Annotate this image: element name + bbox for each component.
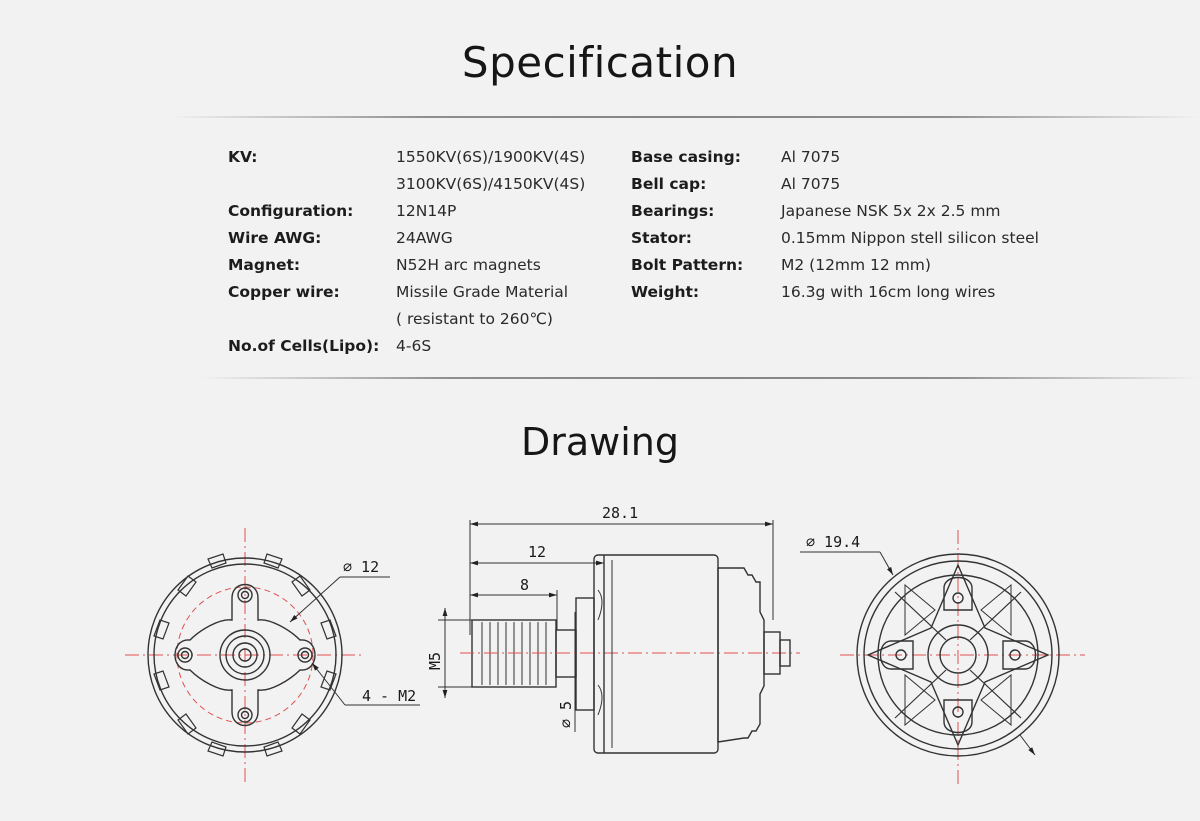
specs_left-label: KV: bbox=[228, 148, 258, 166]
specs_left-label: Configuration: bbox=[228, 202, 354, 220]
specs_right-value: 0.15mm Nippon stell silicon steel bbox=[781, 229, 1039, 247]
thread-size-label: M5 bbox=[426, 652, 444, 670]
overall-length-label: 28.1 bbox=[602, 504, 638, 522]
bottom-view-drawing bbox=[125, 528, 420, 785]
specs_left-value: 24AWG bbox=[396, 229, 453, 247]
specs_left-label: Magnet: bbox=[228, 256, 301, 274]
technical-drawing: ∅ 12 4 - M2 bbox=[125, 504, 1085, 785]
specs_right-label: Bearings: bbox=[631, 202, 715, 220]
specs_left-value: 4-6S bbox=[396, 337, 432, 355]
specs_left-value: 3100KV(6S)/4150KV(4S) bbox=[396, 175, 586, 193]
specs_right-value: Japanese NSK 5x 2x 2.5 mm bbox=[781, 202, 1001, 220]
thread-length-label: 8 bbox=[520, 576, 529, 594]
specs_right-label: Bell cap: bbox=[631, 175, 707, 193]
top-view-diameter-label: ∅ 19.4 bbox=[806, 533, 860, 551]
specs_right-value: Al 7075 bbox=[781, 175, 841, 193]
specs_left-label: Wire AWG: bbox=[228, 229, 322, 247]
specs_right-value: 16.3g with 16cm long wires bbox=[781, 283, 996, 301]
shaft-diameter-label: ∅ 5 bbox=[557, 701, 575, 728]
specs_right-label: Stator: bbox=[631, 229, 692, 247]
specs_left-label-spacer bbox=[228, 306, 379, 333]
specs_right-value: Al 7075 bbox=[781, 148, 841, 166]
specs_right-label: Base casing: bbox=[631, 148, 741, 166]
top-view-drawing bbox=[800, 530, 1085, 785]
spec-right-labels: Base casing: Bell cap: Bearings: Stator: Bol… bbox=[631, 144, 743, 306]
bolt-pattern-label: 4 - M2 bbox=[362, 687, 416, 705]
specs_left-value: N52H arc magnets bbox=[396, 256, 541, 274]
specification-title: Specification bbox=[461, 38, 739, 87]
side-view-drawing bbox=[438, 520, 800, 754]
specs_left-value: Missile Grade Material bbox=[396, 283, 569, 301]
spec-left-labels: KV: Configuration: Wire AWG: Magnet: Copper … bbox=[228, 144, 379, 360]
spec-left-values: 1550KV(6S)/1900KV(4S) 3100KV(6S)/4150KV(4… bbox=[396, 144, 585, 360]
specs_left-label: No.of Cells(Lipo): bbox=[228, 337, 380, 355]
specs_right-label: Bolt Pattern: bbox=[631, 256, 744, 274]
top-divider bbox=[170, 116, 1200, 118]
specs_right-label: Weight: bbox=[631, 283, 700, 301]
drawing-title: Drawing bbox=[520, 420, 679, 464]
bottom-view-diameter-label: ∅ 12 bbox=[343, 558, 379, 576]
shaft-to-base-label: 12 bbox=[528, 543, 546, 561]
specs_left-value: 12N14P bbox=[396, 202, 457, 220]
specs_left-label-spacer bbox=[228, 171, 379, 198]
specs_left-value: ( resistant to 260℃) bbox=[396, 310, 553, 328]
specs_left-value: 1550KV(6S)/1900KV(4S) bbox=[396, 148, 586, 166]
bottom-divider bbox=[200, 377, 1200, 379]
specs_right-value: M2 (12mm 12 mm) bbox=[781, 256, 931, 274]
specs_left-label: Copper wire: bbox=[228, 283, 340, 301]
